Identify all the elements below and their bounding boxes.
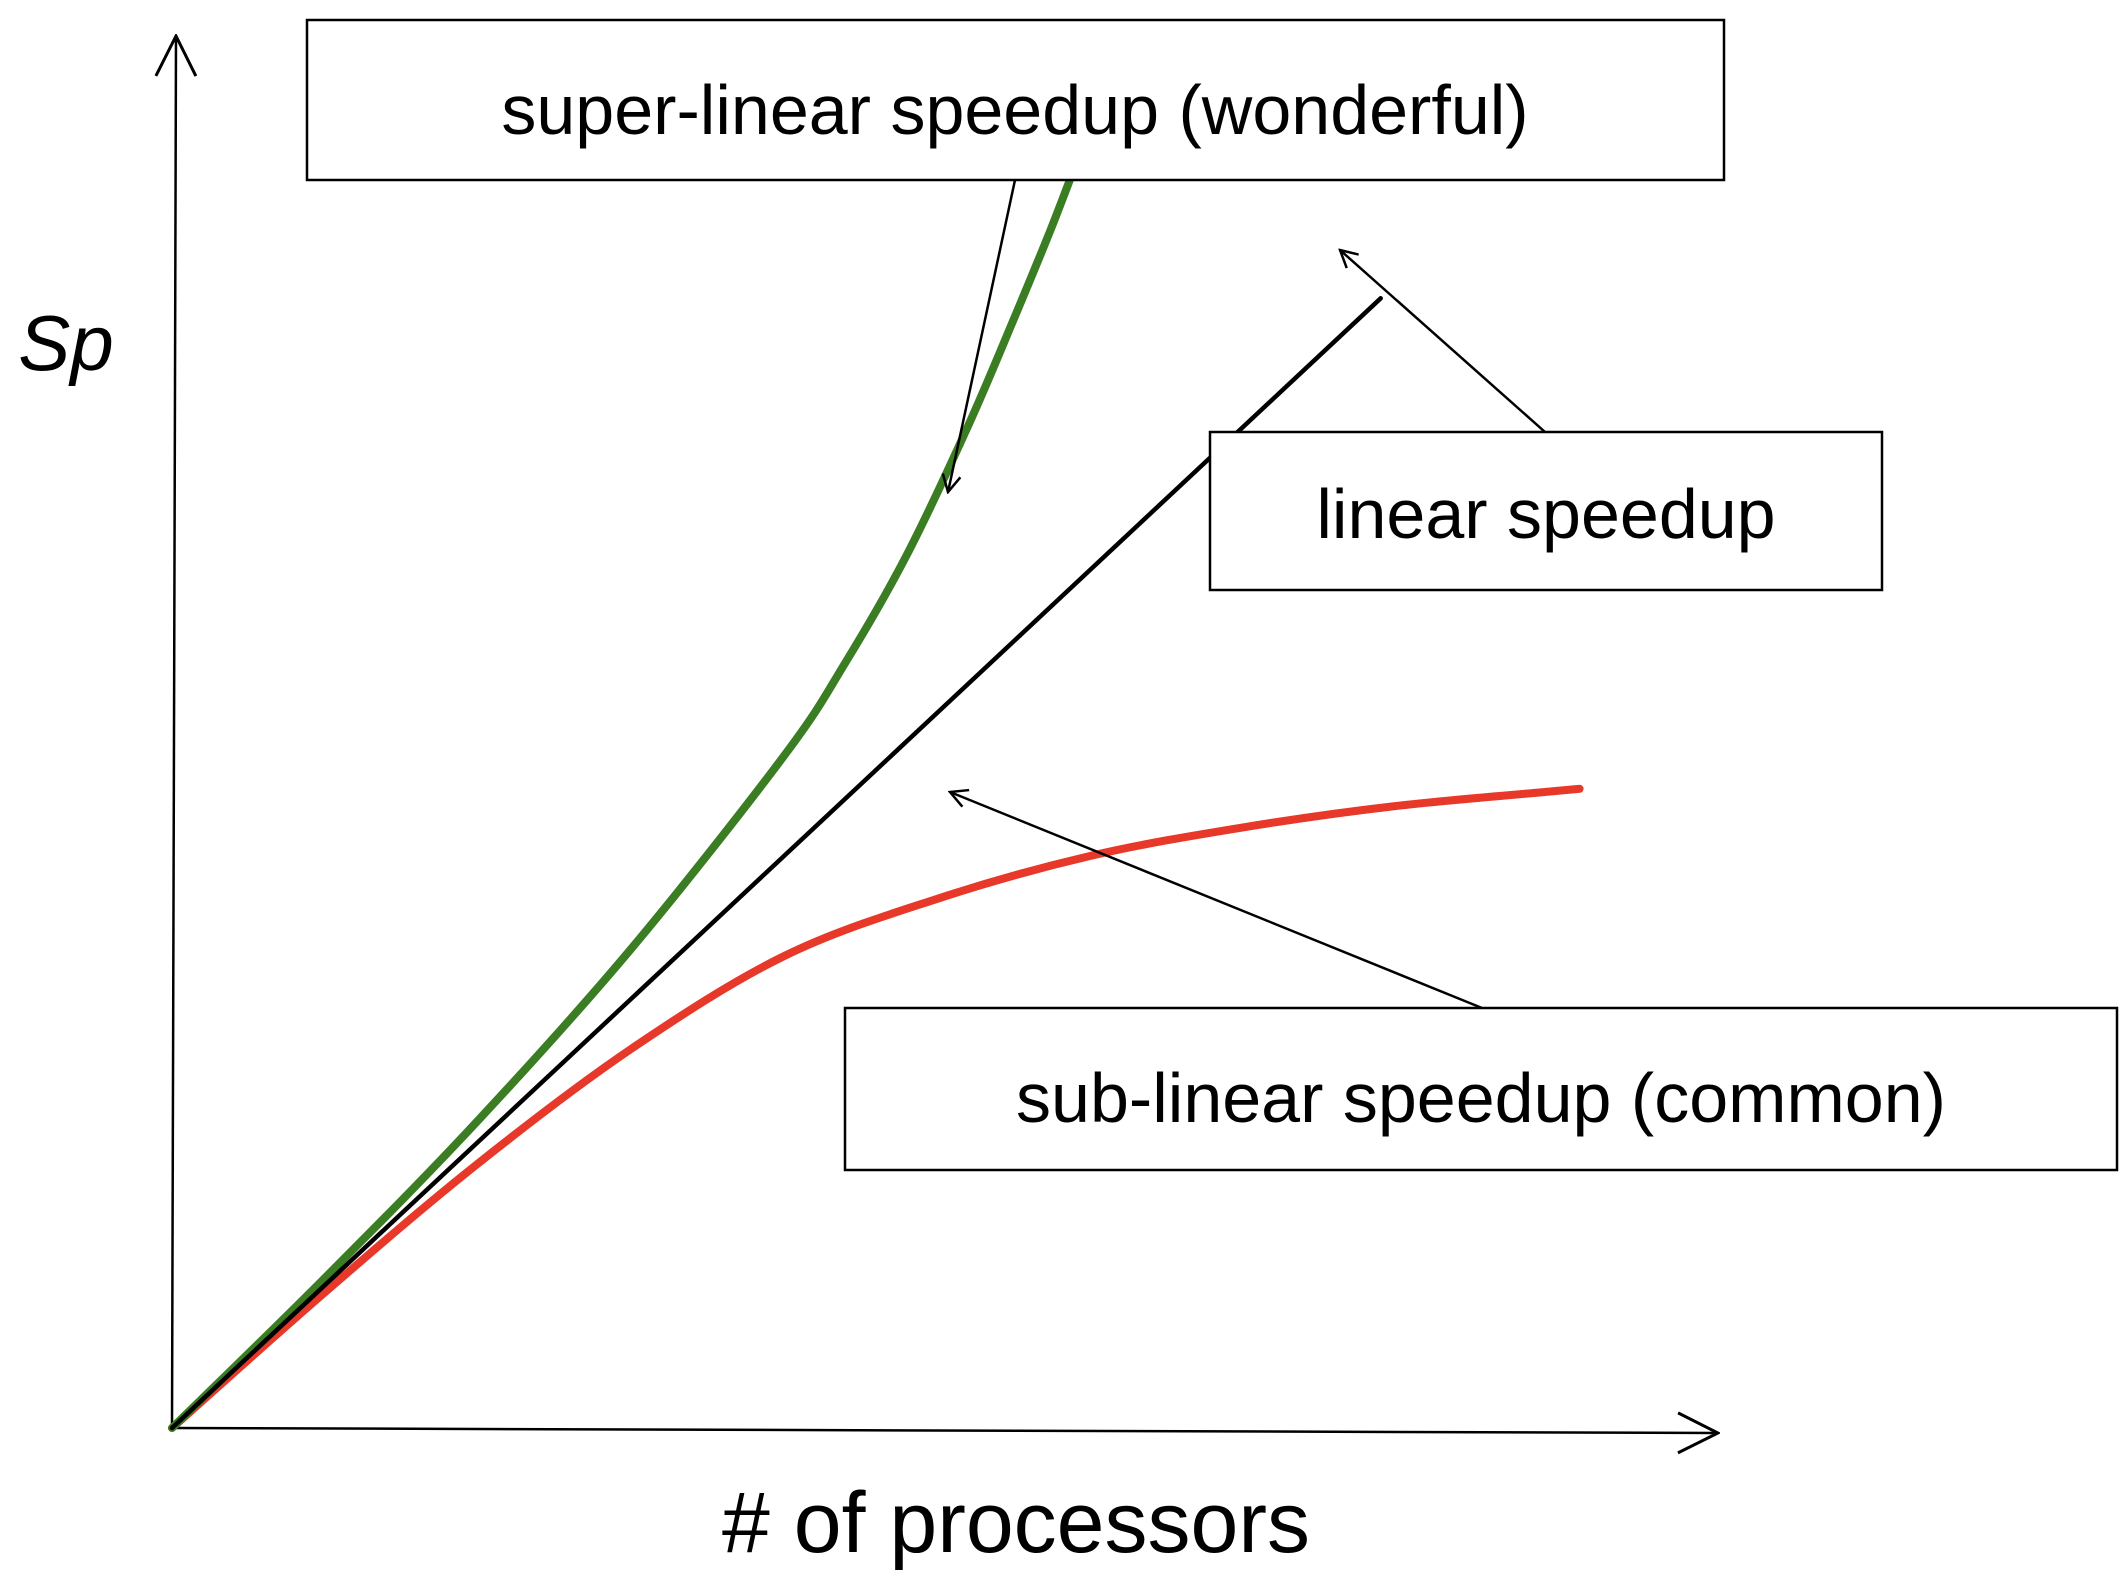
sub-linear-speedup-line: [168, 784, 1584, 1432]
y-axis-title: Sp: [18, 299, 113, 387]
sub-linear-callout: sub-linear speedup (common): [843, 1006, 2119, 1172]
y-axis: [172, 36, 176, 1429]
linear-speedup-line: [169, 296, 1383, 1431]
super-linear-callout-label: super-linear speedup (wonderful): [501, 71, 1528, 149]
super-linear-speedup-line: [168, 122, 1094, 1432]
linear-leader-arrow: [1340, 250, 1546, 433]
x-axis: [171, 1428, 1718, 1433]
sub-linear-leader-arrow: [950, 792, 1483, 1010]
series-layer: [168, 122, 1584, 1432]
super-linear-leader-arrow: [948, 179, 1017, 492]
sub-linear-callout-box: [843, 1006, 2119, 1172]
super-linear-callout: super-linear speedup (wonderful): [305, 18, 1726, 182]
linear-callout-box: [1208, 430, 1884, 592]
linear-callout: linear speedup: [1208, 430, 1884, 592]
x-axis-title: # of processors: [722, 1475, 1310, 1571]
linear-callout-label: linear speedup: [1316, 475, 1775, 553]
sub-linear-callout-label: sub-linear speedup (common): [1016, 1059, 1946, 1137]
super-linear-callout-box: [305, 18, 1726, 182]
